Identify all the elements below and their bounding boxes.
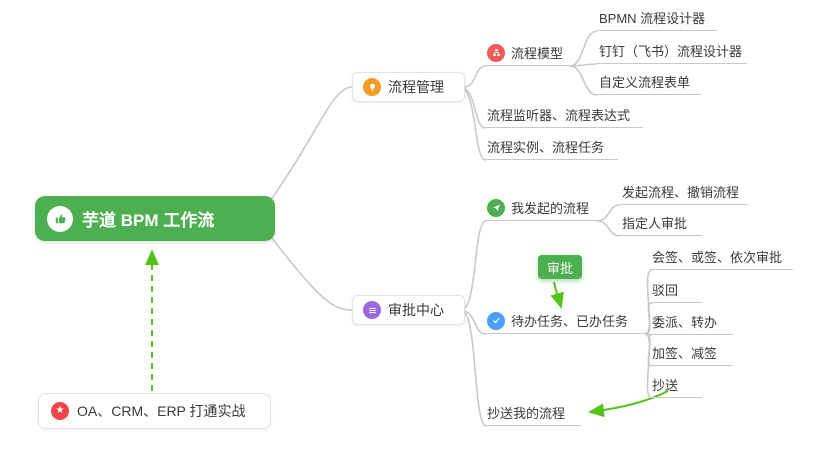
topic-label: 会签、或签、依次审批 <box>652 250 783 265</box>
topic-label: 我发起的流程 <box>511 201 590 216</box>
topic-countersign[interactable]: 会签、或签、依次审批 <box>650 245 793 270</box>
topic-label: 流程模型 <box>511 46 564 61</box>
topic-initiate-cancel[interactable]: 发起流程、撤销流程 <box>620 180 748 205</box>
topic-label: 流程实例、流程任务 <box>487 140 605 155</box>
branch-connectors <box>267 30 653 427</box>
badge-to-todo-arrow <box>550 281 564 309</box>
topic-reject[interactable]: 驳回 <box>650 278 702 303</box>
topic-label: BPMN 流程设计器 <box>599 11 706 26</box>
topic-label: 待办任务、已办任务 <box>511 314 629 329</box>
topic-bpmn-designer[interactable]: BPMN 流程设计器 <box>597 6 717 31</box>
root-topic[interactable]: 芋道 BPM 工作流 <box>35 196 275 241</box>
flowchart-icon <box>487 43 505 62</box>
topic-label: 流程监听器、流程表达式 <box>487 108 631 123</box>
relation-arrows <box>145 249 669 418</box>
note-oa-crm-erp[interactable]: ★ OA、CRM、ERP 打通实战 <box>38 393 271 429</box>
topic-listener-expression[interactable]: 流程监听器、流程表达式 <box>485 103 643 128</box>
topic-cc[interactable]: 抄送 <box>650 373 702 398</box>
topic-label: 自定义流程表单 <box>599 75 691 90</box>
branch-approval-center[interactable]: 审批中心 <box>352 295 465 325</box>
topic-process-model[interactable]: 流程模型 <box>485 41 570 66</box>
star-icon: ★ <box>51 402 69 420</box>
topic-label: 抄送我的流程 <box>487 406 566 421</box>
branch-label: 流程管理 <box>388 79 444 95</box>
root-topic-label: 芋道 BPM 工作流 <box>82 211 215 230</box>
paper-plane-icon <box>487 198 505 217</box>
note-label: OA、CRM、ERP 打通实战 <box>77 403 246 419</box>
topic-todo-done[interactable]: 待办任务、已办任务 <box>485 309 645 334</box>
topic-label: 钉钉（飞书）流程设计器 <box>599 44 743 59</box>
thumbs-up-icon <box>47 205 73 232</box>
list-icon <box>363 301 381 319</box>
cc-to-ccmy-arrow <box>588 390 669 418</box>
topic-assignee-approval[interactable]: 指定人审批 <box>620 211 702 236</box>
check-icon <box>487 311 505 330</box>
branch-label: 审批中心 <box>388 302 444 318</box>
approval-badge[interactable]: 审批 <box>538 255 583 279</box>
topic-my-initiated[interactable]: 我发起的流程 <box>485 196 597 221</box>
topic-label: 委派、转办 <box>652 315 718 330</box>
topic-label: 驳回 <box>652 283 679 298</box>
topic-instance-task[interactable]: 流程实例、流程任务 <box>485 135 618 160</box>
topic-delegate-transfer[interactable]: 委派、转办 <box>650 310 733 335</box>
branch-process-management[interactable]: 流程管理 <box>352 72 465 102</box>
topic-label: 指定人审批 <box>622 216 688 231</box>
topic-label: 发起流程、撤销流程 <box>622 185 740 200</box>
approval-badge-label: 审批 <box>547 260 574 276</box>
topic-label: 抄送 <box>652 378 679 393</box>
topic-cc-my-process[interactable]: 抄送我的流程 <box>485 401 581 426</box>
topic-label: 加签、减签 <box>652 346 718 361</box>
topic-add-remove-sign[interactable]: 加签、减签 <box>650 341 733 366</box>
topic-dingtalk-designer[interactable]: 钉钉（飞书）流程设计器 <box>597 39 747 64</box>
topic-custom-form[interactable]: 自定义流程表单 <box>597 70 701 95</box>
lightbulb-icon <box>363 78 381 96</box>
